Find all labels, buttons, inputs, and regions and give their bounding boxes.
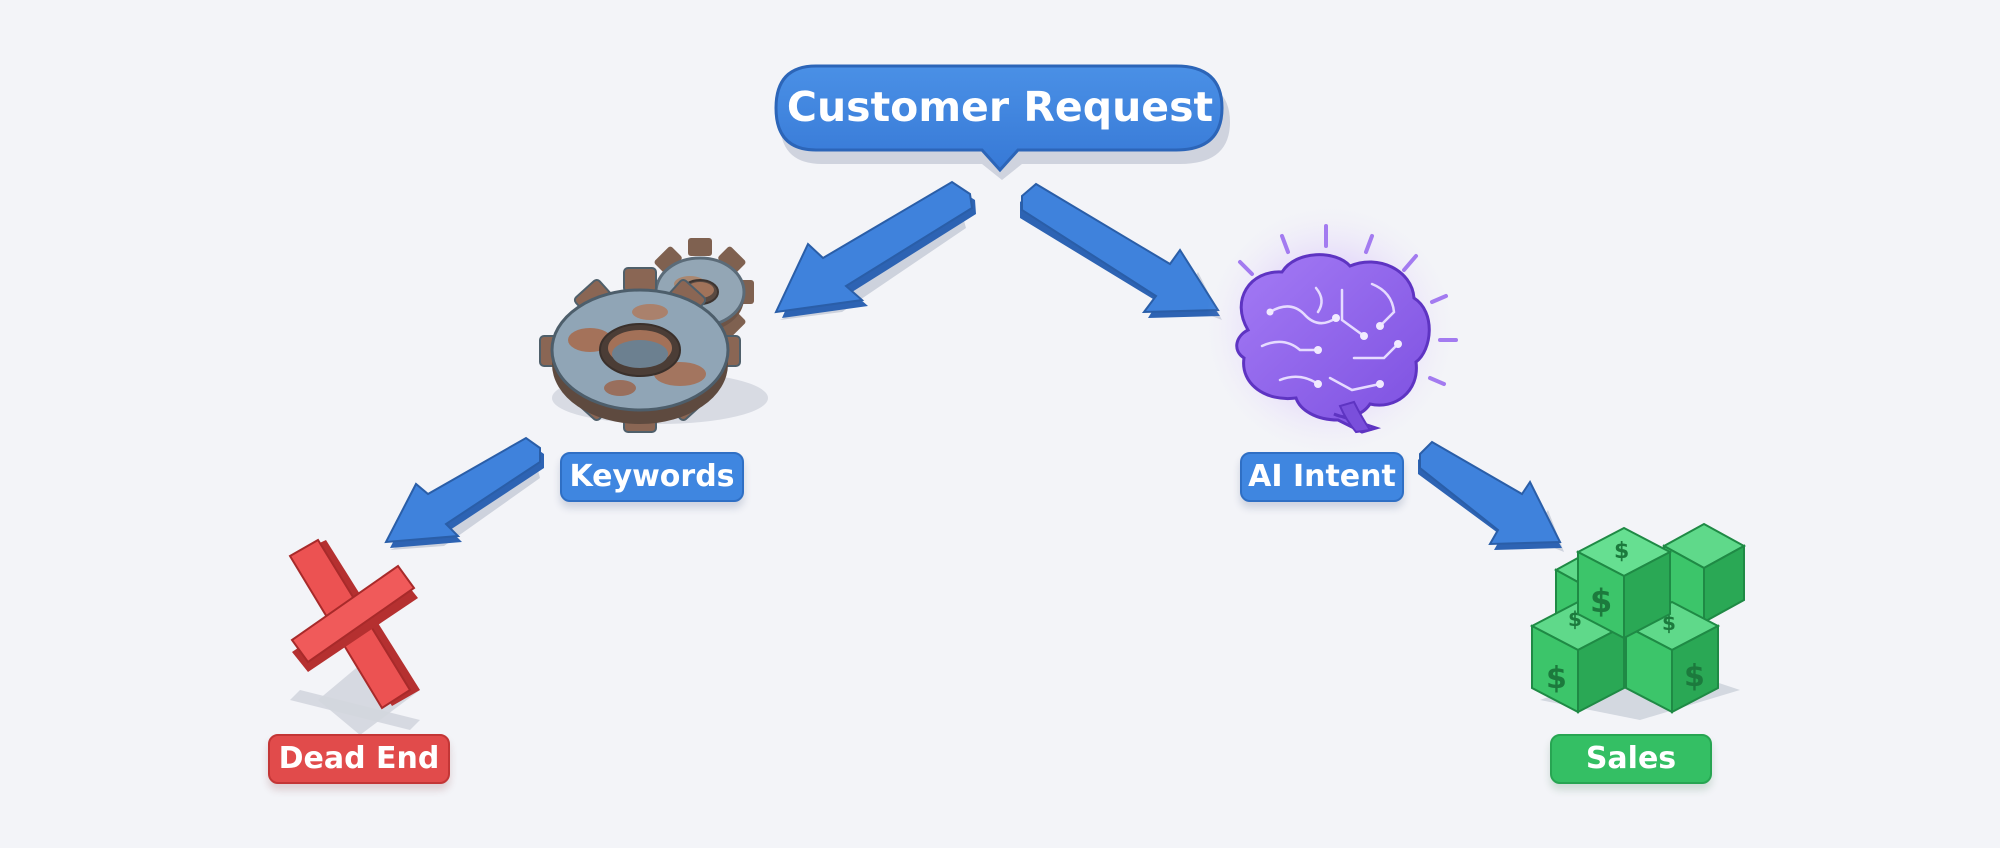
ai-intent-label: AI Intent	[1240, 452, 1404, 502]
root-label: Customer Request	[786, 83, 1214, 131]
svg-text:$: $	[1614, 539, 1629, 564]
keywords-label: Keywords	[560, 452, 744, 502]
glowing-brain-icon	[1205, 205, 1458, 455]
root-bubble	[774, 64, 1230, 180]
sales-label: Sales	[1550, 734, 1712, 784]
svg-text:$: $	[1590, 582, 1612, 620]
red-x-icon	[288, 538, 420, 735]
rusty-gears-icon	[539, 238, 768, 433]
arrow-intent-to-sales	[1418, 440, 1564, 552]
dead-end-label: Dead End	[268, 734, 450, 784]
arrow-request-to-intent	[1020, 182, 1222, 320]
money-cubes-icon: $ $ $ $ $ $	[1529, 522, 1747, 720]
arrow-keywords-to-dead-end	[384, 436, 544, 550]
svg-text:$: $	[1546, 661, 1567, 696]
svg-text:$: $	[1684, 659, 1705, 694]
arrow-request-to-keywords	[774, 180, 976, 320]
